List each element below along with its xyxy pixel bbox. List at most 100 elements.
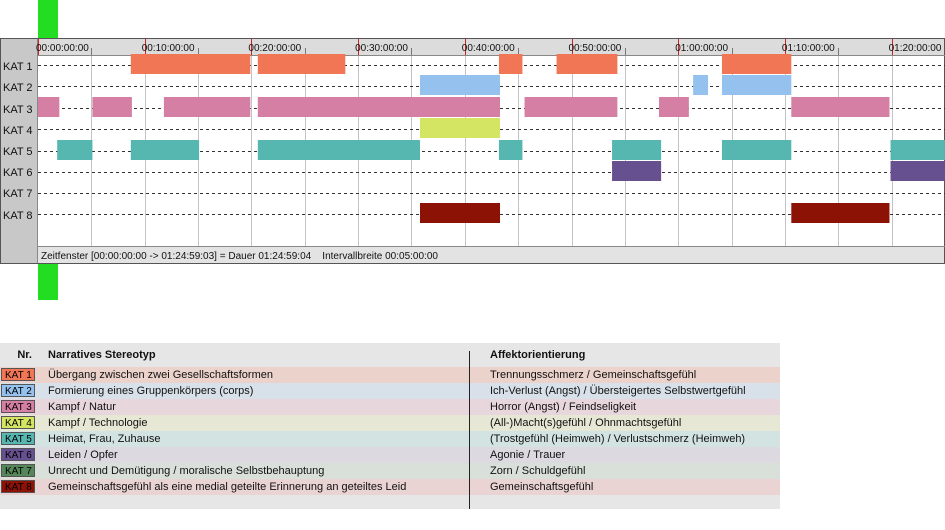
legend-kat-cell: KAT 8 (0, 479, 38, 495)
legend-affect: Trennungsschmerz / Gemeinschaftsgefühl (490, 369, 697, 381)
legend-affect: Gemeinschaftsgefühl (490, 481, 594, 493)
legend-header-affect: Affektorientierung (490, 349, 586, 361)
timeline-bar-kat-5 (721, 140, 792, 160)
timeline-bar-kat-6 (890, 161, 945, 181)
timeline-bar-kat-1 (498, 54, 523, 74)
legend-header-nr: Nr. (17, 349, 32, 361)
legend-stereotype: Unrecht und Demütigung / moralische Selb… (48, 465, 325, 477)
legend-affect: Ich-Verlust (Angst) / Übersteigertes Sel… (490, 385, 746, 397)
timeline-bar-kat-1 (556, 54, 618, 74)
legend-table: Nr. Narratives Stereotyp Affektorientier… (0, 343, 780, 509)
timeline-bar-kat-8 (419, 203, 501, 223)
row-label: KAT 5 (3, 146, 33, 158)
legend-header-stereotype: Narratives Stereotyp (48, 349, 156, 361)
kat-badge: KAT 5 (1, 432, 35, 445)
legend-kat-cell: KAT 3 (0, 399, 38, 415)
row-label-column (1, 39, 37, 263)
timeline-bar-kat-5 (890, 140, 945, 160)
timeline-bar-kat-3 (791, 97, 890, 117)
legend-kat-cell: KAT 5 (0, 431, 38, 447)
tick-label: 00:20:00:00 (248, 43, 301, 54)
legend-row: KAT 2 Formierung eines Gruppenkörpers (co… (0, 383, 780, 399)
timeline-bar-kat-1 (721, 54, 792, 74)
legend-spacer (470, 447, 488, 463)
legend-kat-cell: KAT 2 (0, 383, 38, 399)
timeline-bar-kat-3 (524, 97, 618, 117)
kat-badge: KAT 7 (1, 464, 35, 477)
legend-stereotype: Leiden / Opfer (48, 449, 118, 461)
legend-row: KAT 8 Gemeinschaftsgefühl als eine medial… (0, 479, 780, 495)
legend-spacer (470, 383, 488, 399)
legend-stereotype: Übergang zwischen zwei Gesellschaftsform… (48, 369, 273, 381)
status-bar (38, 246, 944, 263)
timeline-bar-kat-5 (612, 140, 662, 160)
legend-column-separator (469, 351, 470, 509)
legend-row: KAT 3 Kampf / Natur Horror (Angst) / Feind… (0, 399, 780, 415)
time-ruler (38, 39, 944, 55)
legend-row: KAT 1 Übergang zwischen zwei Gesellschaft… (0, 367, 780, 383)
legend-row: KAT 5 Heimat, Frau, Zuhause (Trostgefühl (… (0, 431, 780, 447)
tick-label: 01:00:00:00 (675, 43, 728, 54)
legend-spacer (470, 463, 488, 479)
legend-stereotype: Gemeinschaftsgefühl als eine medial gete… (48, 481, 407, 493)
row-label: KAT 2 (3, 82, 33, 94)
legend-stereotype: Kampf / Natur (48, 401, 116, 413)
row-label: KAT 4 (3, 125, 33, 137)
legend-header-row: Nr. Narratives Stereotyp Affektorientier… (0, 343, 780, 367)
timeline-bar-kat-8 (791, 203, 890, 223)
legend-spacer (470, 399, 488, 415)
timeline-chart: 00:00:00:00 00:10:00:00 00:20:00:00 00:30:0… (0, 38, 945, 264)
kat-badge: KAT 2 (1, 384, 35, 397)
timeline-bar-kat-3 (92, 97, 132, 117)
tick-label: 00:40:00:00 (462, 43, 515, 54)
tick-label: 00:50:00:00 (569, 43, 622, 54)
timeline-bar-kat-2 (721, 75, 792, 95)
legend-spacer (470, 431, 488, 447)
timeline-bar-kat-1 (257, 54, 346, 74)
timeline-bar-kat-5 (130, 140, 200, 160)
legend-affect: (Trostgefühl (Heimweh) / Verlustschmerz … (490, 433, 746, 445)
row-label: KAT 6 (3, 167, 33, 179)
tick-label: 00:10:00:00 (142, 43, 195, 54)
legend-stereotype: Kampf / Technologie (48, 417, 148, 429)
tick-label: 01:20:00:00 (889, 43, 942, 54)
kat-badge: KAT 1 (1, 368, 35, 381)
timeline-bar-kat-1 (130, 54, 251, 74)
tick-label: 00:30:00:00 (355, 43, 408, 54)
legend-row: KAT 6 Leiden / Opfer Agonie / Trauer (0, 447, 780, 463)
legend-kat-cell: KAT 1 (0, 367, 38, 383)
kat-badge: KAT 8 (1, 480, 35, 493)
timeline-bar-kat-5 (57, 140, 93, 160)
tick-label: 01:10:00:00 (782, 43, 835, 54)
legend-spacer (470, 415, 488, 431)
kat-badge: KAT 4 (1, 416, 35, 429)
timeline-bar-kat-3 (658, 97, 689, 117)
kat-badge: KAT 6 (1, 448, 35, 461)
legend-kat-cell: KAT 4 (0, 415, 38, 431)
legend-affect: (All-)Macht(s)gefühl / Ohnmachtsgefühl (490, 417, 682, 429)
legend-row: KAT 7 Unrecht und Demütigung / moralische… (0, 463, 780, 479)
legend-spacer (470, 367, 488, 383)
legend-affect: Zorn / Schuldgefühl (490, 465, 586, 477)
timeline-bar-kat-2 (419, 75, 501, 95)
row-label: KAT 3 (3, 104, 33, 116)
timeline-bar-kat-3 (163, 97, 251, 117)
legend-kat-cell: KAT 7 (0, 463, 38, 479)
legend-stereotype: Heimat, Frau, Zuhause (48, 433, 161, 445)
legend-affect: Horror (Angst) / Feindseligkeit (490, 401, 637, 413)
legend-kat-cell: KAT 6 (0, 447, 38, 463)
bottom-green-marker (38, 263, 58, 300)
row-label: KAT 8 (3, 210, 33, 222)
timeline-bar-kat-2 (693, 75, 709, 95)
legend-affect: Agonie / Trauer (490, 449, 566, 461)
row-label: KAT 7 (3, 188, 33, 200)
row-label: KAT 1 (3, 61, 33, 73)
timeline-bar-kat-4 (419, 118, 501, 138)
legend-row: KAT 4 Kampf / Technologie (All-)Macht(s)ge… (0, 415, 780, 431)
legend-stereotype: Formierung eines Gruppenkörpers (corps) (48, 385, 254, 397)
timeline-bar-kat-3 (257, 97, 501, 117)
status-text: Zeitfenster [00:00:00:00 -> 01:24:59:03]… (41, 251, 438, 262)
tick-label: 00:00:00:00 (36, 43, 89, 54)
timeline-bar-kat-6 (612, 161, 662, 181)
timeline-bar-kat-3 (38, 97, 60, 117)
